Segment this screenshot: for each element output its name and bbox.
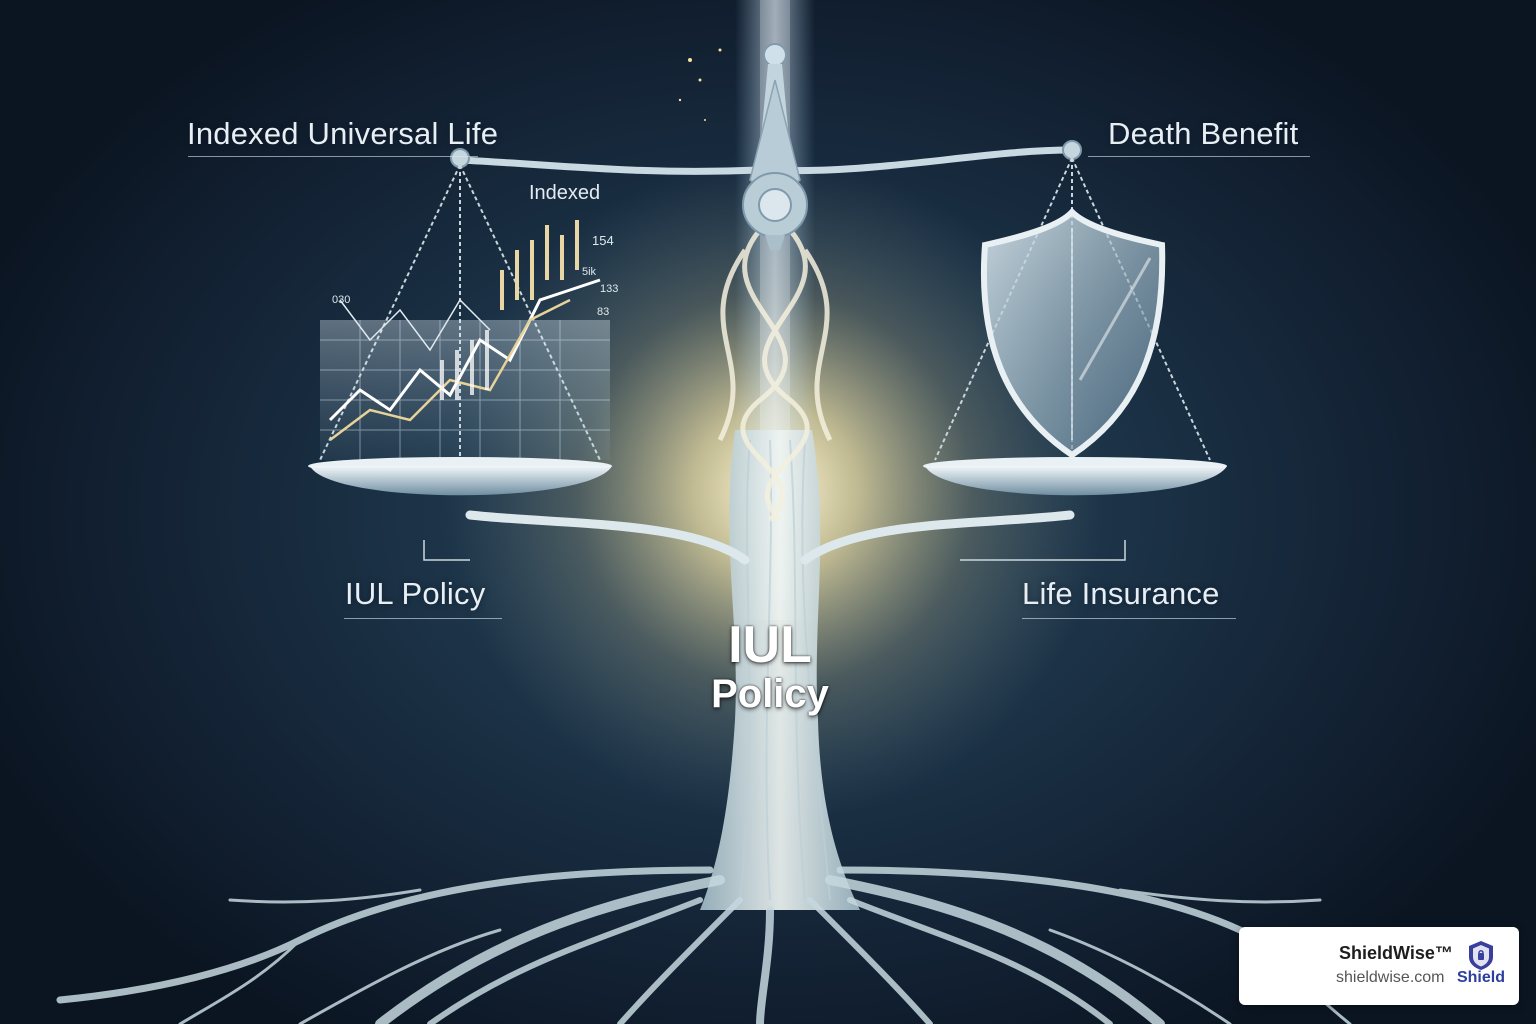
label-life-insurance: Life Insurance: [1022, 576, 1220, 611]
chart-value: 5ik: [582, 266, 597, 278]
center-subtitle: Policy: [711, 672, 829, 716]
shieldwise-logo-icon: Shield: [1453, 939, 1509, 1001]
chart-value: 133: [600, 283, 619, 295]
label-underline: [1022, 618, 1236, 619]
chart-value: 154: [592, 233, 614, 248]
label-iul-policy: IUL Policy: [345, 576, 486, 611]
label-underline: [344, 618, 502, 619]
chart-value: 030: [332, 294, 351, 306]
badge-logo-text: Shield: [1456, 969, 1505, 986]
badge-url[interactable]: shieldwise.com: [1336, 969, 1445, 986]
badge-brand-name: ShieldWise™: [1339, 943, 1453, 963]
shieldwise-badge[interactable]: ShieldWise™ shieldwise.com Shield: [1239, 927, 1519, 1005]
left-branch: [465, 510, 750, 565]
right-branch: [800, 510, 1075, 565]
stock-chart-icon: [320, 220, 610, 460]
shield-icon: [980, 207, 1166, 459]
chart-value: 83: [597, 306, 610, 318]
label-indexed-universal-life: Indexed Universal Life: [187, 116, 499, 151]
center-title: IUL: [728, 616, 812, 674]
label-death-benefit: Death Benefit: [1108, 116, 1299, 151]
label-underline: [188, 156, 478, 157]
chart-label-indexed: Indexed: [529, 182, 601, 204]
balance-scale-icon: [742, 43, 808, 250]
label-underline: [1088, 156, 1310, 157]
